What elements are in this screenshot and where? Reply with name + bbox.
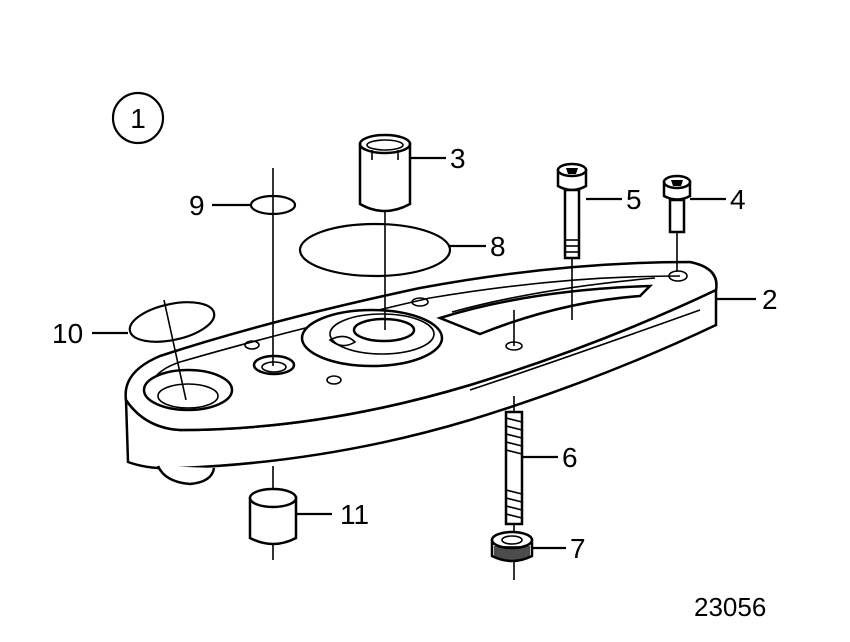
large-o-ring xyxy=(298,222,452,278)
nut xyxy=(490,530,534,563)
callout-5: 5 xyxy=(626,184,642,215)
assembly-axis-lines xyxy=(163,168,678,580)
callout-8: 8 xyxy=(490,231,506,262)
view-number-text: 1 xyxy=(130,103,146,134)
callout-6: 6 xyxy=(562,442,578,473)
callout-7: 7 xyxy=(570,533,586,564)
sleeve xyxy=(358,133,412,213)
callout-3: 3 xyxy=(450,143,466,174)
drawing-number: 23056 xyxy=(694,592,766,622)
view-number-badge: 1 xyxy=(111,91,165,145)
short-screw xyxy=(662,174,692,234)
long-screw xyxy=(556,162,588,260)
callout-labels: 3 8 9 10 5 4 2 6 7 11 xyxy=(52,143,778,564)
stud xyxy=(504,410,524,526)
callout-10: 10 xyxy=(52,318,83,349)
callout-4: 4 xyxy=(730,184,746,215)
o-ring-10 xyxy=(128,301,216,343)
bushing xyxy=(248,487,298,546)
callout-11: 11 xyxy=(340,499,369,530)
callout-2: 2 xyxy=(762,284,778,315)
callout-9: 9 xyxy=(189,190,205,221)
leader-lines xyxy=(92,156,756,550)
bracket-plate xyxy=(124,260,718,486)
